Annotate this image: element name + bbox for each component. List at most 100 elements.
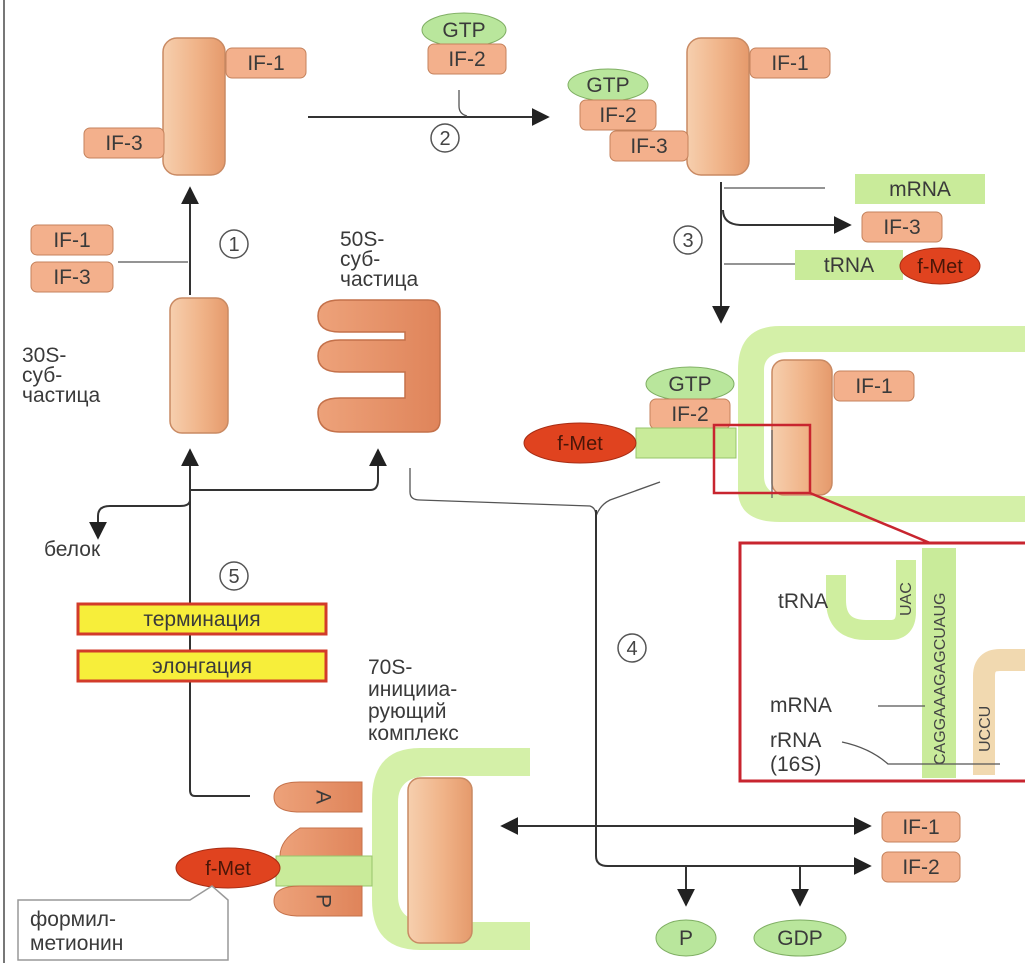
svg-text:30S-: 30S- bbox=[22, 344, 66, 367]
label-50s-subunit: 50S- суб- частица bbox=[340, 228, 418, 291]
factor-if3: IF-3 bbox=[83, 127, 165, 159]
gdp-released: GDP bbox=[753, 919, 847, 957]
arrow-to-protein bbox=[89, 490, 191, 540]
svg-text:суб-: суб- bbox=[340, 248, 380, 271]
svg-text:IF-2: IF-2 bbox=[448, 48, 485, 71]
step-1-marker: 1 bbox=[219, 229, 249, 259]
rrna-pointer-line bbox=[841, 741, 1000, 765]
rrna-hook bbox=[973, 649, 1025, 775]
factor-if3: IF-3 bbox=[609, 130, 689, 162]
label-70s-complex: 70S- иницииа- рующий комплекс bbox=[368, 656, 459, 745]
svg-text:IF-3: IF-3 bbox=[883, 216, 920, 239]
svg-text:f-Met: f-Met bbox=[557, 433, 603, 455]
step-2-marker: 2 bbox=[430, 123, 460, 153]
arrow-release-if2 bbox=[595, 820, 872, 875]
svg-text:2: 2 bbox=[439, 128, 450, 150]
if3-release-arrow bbox=[722, 209, 852, 234]
svg-text:tRNA: tRNA bbox=[824, 254, 874, 277]
mrna-tag: mRNA bbox=[855, 174, 985, 204]
trna-fmet-tag: tRNA f-Met bbox=[795, 247, 981, 285]
svg-text:5: 5 bbox=[228, 566, 239, 588]
zoom-box bbox=[712, 423, 812, 495]
svg-text:50S-: 50S- bbox=[340, 228, 384, 251]
svg-text:иницииа-: иницииа- bbox=[368, 678, 457, 701]
svg-text:A: A bbox=[311, 790, 334, 804]
rrna-band bbox=[372, 748, 530, 950]
svg-text:частица: частица bbox=[340, 268, 418, 291]
trna-in-p-site bbox=[275, 855, 373, 887]
inset-trna-label: tRNA bbox=[778, 590, 828, 613]
factor-if1-released: IF-1 bbox=[881, 811, 961, 843]
svg-text:IF-3: IF-3 bbox=[105, 132, 142, 155]
step-5-marker: 5 bbox=[219, 561, 249, 591]
subunit-30s-bar bbox=[686, 37, 750, 176]
complex-70s: A P f-Met bbox=[175, 748, 530, 950]
svg-text:частица: частица bbox=[22, 384, 100, 407]
rrna-16s-band bbox=[738, 326, 1025, 522]
svg-text:GTP: GTP bbox=[668, 373, 711, 396]
fmet-ellipse bbox=[523, 422, 637, 464]
initiation-complex-30s: IF-1 GTP IF-2 f-Met bbox=[523, 326, 1025, 522]
protein-label: белок bbox=[44, 538, 101, 561]
inset-mrna-label: mRNA bbox=[770, 694, 832, 717]
svg-text:рующий: рующий bbox=[368, 700, 446, 723]
step-3-marker: 3 bbox=[673, 225, 703, 255]
svg-text:70S-: 70S- bbox=[368, 656, 412, 679]
mrna-band bbox=[922, 548, 956, 778]
svg-text:3: 3 bbox=[682, 230, 693, 252]
factor-if1-incoming: IF-1 bbox=[30, 224, 114, 256]
subunit-30s-bar bbox=[162, 37, 226, 176]
inset-rrna-label: rRNA bbox=[770, 729, 821, 752]
free-subunit-30s bbox=[169, 297, 229, 434]
svg-text:метионин: метионин bbox=[30, 932, 123, 955]
svg-text:элонгация: элонгация bbox=[152, 655, 252, 678]
factor-if2-released: IF-2 bbox=[881, 851, 961, 883]
stage-elongation: элонгация bbox=[76, 649, 328, 683]
formylmethionine-callout: формил- метионин bbox=[17, 885, 229, 961]
svg-text:IF-1: IF-1 bbox=[771, 52, 808, 75]
site-a: A bbox=[273, 781, 363, 813]
svg-text:GTP: GTP bbox=[442, 19, 485, 42]
svg-text:IF-1: IF-1 bbox=[247, 52, 284, 75]
svg-text:4: 4 bbox=[626, 638, 637, 660]
arrow-step-5 bbox=[181, 448, 250, 797]
factor-if2: IF-2 bbox=[579, 99, 657, 131]
svg-text:формил-: формил- bbox=[30, 908, 116, 931]
svg-text:IF-3: IF-3 bbox=[53, 266, 90, 289]
factor-if2: IF-2 bbox=[649, 398, 731, 430]
trna-stub bbox=[635, 427, 737, 459]
svg-text:IF-1: IF-1 bbox=[902, 816, 939, 839]
svg-text:GDP: GDP bbox=[777, 927, 823, 950]
inset-rrna-sub-label: (16S) bbox=[770, 753, 821, 776]
subunit-30s-bar bbox=[407, 777, 473, 944]
label-30s-subunit: 30S- суб- частица bbox=[22, 344, 100, 407]
gtp-if2-incoming: GTP IF-2 bbox=[421, 12, 507, 75]
complex-30s-all-factors: IF-1 GTP IF-2 IF-3 bbox=[567, 37, 831, 176]
ribosome-50s-mid bbox=[279, 827, 363, 857]
svg-text:1: 1 bbox=[228, 234, 239, 256]
inset-detail: UAC CAGGAAAGAGCUAUG UCCU tRNA mRNA rRNA … bbox=[738, 541, 1025, 783]
svg-text:комплекс: комплекс bbox=[368, 722, 459, 745]
anticodon-text: UAC bbox=[898, 582, 915, 616]
zoom-connector bbox=[809, 491, 931, 545]
fmet-ellipse bbox=[175, 847, 281, 889]
svg-text:GTP: GTP bbox=[586, 74, 629, 97]
factor-if3-incoming: IF-3 bbox=[30, 261, 114, 293]
svg-text:f-Met: f-Met bbox=[205, 858, 251, 880]
trna-hook bbox=[826, 560, 916, 640]
stage-termination: терминация bbox=[76, 602, 328, 636]
join-line-complex bbox=[595, 481, 661, 517]
svg-text:IF-2: IF-2 bbox=[671, 403, 708, 426]
svg-text:IF-3: IF-3 bbox=[630, 135, 667, 158]
svg-text:mRNA: mRNA bbox=[889, 178, 951, 201]
factor-if1: IF-1 bbox=[833, 370, 915, 402]
fmet-ellipse bbox=[899, 247, 981, 285]
arrow-to-50s bbox=[190, 448, 387, 491]
complex-30s-if1-if3: IF-1 IF-3 bbox=[83, 37, 307, 176]
svg-text:IF-2: IF-2 bbox=[599, 104, 636, 127]
svg-text:P: P bbox=[679, 927, 693, 950]
factor-if1: IF-1 bbox=[749, 47, 831, 79]
if2-join-line bbox=[458, 90, 468, 117]
subunit-30s-bar bbox=[771, 359, 833, 496]
